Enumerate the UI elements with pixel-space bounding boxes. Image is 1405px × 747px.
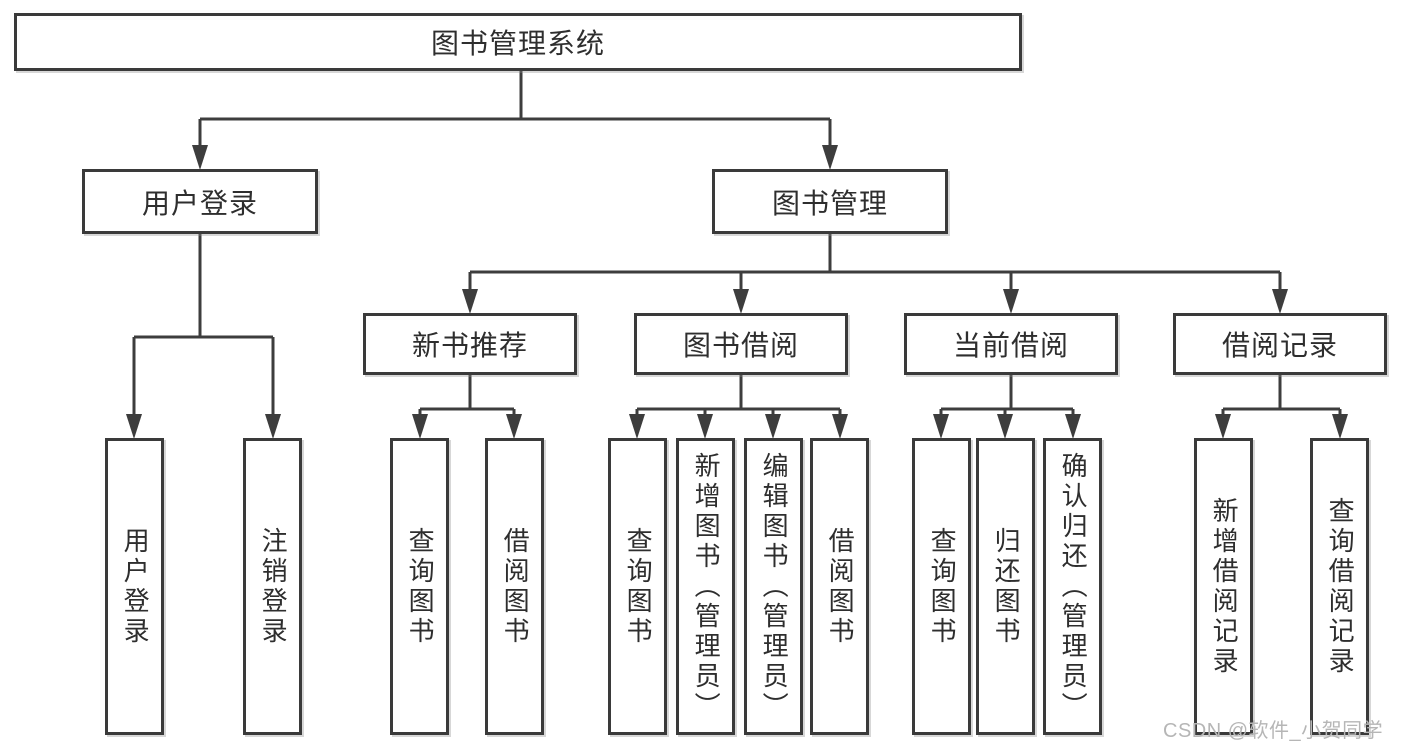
node-label: 图书借阅 <box>682 330 799 361</box>
leaf-label: 新增借阅记录 <box>1209 496 1240 677</box>
connector-book-mgmt-to-level3 <box>468 234 1282 291</box>
leaf-add-books-admin: 新增图书（管理员） <box>676 438 735 735</box>
leaf-query-books-recommend: 查询图书 <box>390 438 449 735</box>
leaf-label: 编辑图书（管理员） <box>759 451 790 722</box>
leaf-label: 查询图书 <box>927 526 958 647</box>
leaf-label: 借阅图书 <box>825 526 856 647</box>
leaf-query-books-borrowing: 查询图书 <box>608 438 667 735</box>
leaf-label: 归还图书 <box>991 526 1022 647</box>
leaf-confirm-return-admin: 确认归还（管理员） <box>1043 438 1102 735</box>
connector-new-books-to-leaves <box>418 375 516 416</box>
leaf-label: 查询图书 <box>623 526 654 647</box>
leaf-query-borrow-record: 查询借阅记录 <box>1310 438 1369 735</box>
node-book-management: 图书管理 <box>712 169 948 234</box>
connector-current-borrow-to-leaves <box>939 375 1075 416</box>
node-user-login: 用户登录 <box>82 169 318 234</box>
node-label: 用户登录 <box>141 187 258 219</box>
arrowheads <box>126 145 1348 439</box>
node-borrowing-records: 借阅记录 <box>1173 313 1387 375</box>
node-current-borrowing: 当前借阅 <box>904 313 1118 375</box>
leaf-label: 用户登录 <box>120 526 151 647</box>
leaf-user-login: 用户登录 <box>105 438 164 735</box>
connector-borrow-records-to-leaves <box>1221 375 1342 416</box>
leaf-logout: 注销登录 <box>243 438 302 735</box>
leaf-return-books: 归还图书 <box>976 438 1035 735</box>
leaf-label: 确认归还（管理员） <box>1058 451 1089 722</box>
node-label: 当前借阅 <box>952 330 1069 361</box>
connector-user-login-to-leaves <box>132 234 275 416</box>
leaf-borrow-books-recommend: 借阅图书 <box>485 438 544 735</box>
leaf-query-books-current: 查询图书 <box>912 438 971 735</box>
node-label: 新书推荐 <box>411 330 528 361</box>
node-label: 借阅记录 <box>1221 330 1338 361</box>
leaf-label: 查询借阅记录 <box>1325 496 1356 677</box>
node-label: 图书管理 <box>771 187 888 219</box>
leaf-label: 新增图书（管理员） <box>691 451 722 722</box>
node-new-book-recommendation: 新书推荐 <box>363 313 577 375</box>
leaf-label: 注销登录 <box>258 526 289 647</box>
leaf-borrow-books: 借阅图书 <box>810 438 869 735</box>
node-library-management-system: 图书管理系统 <box>14 13 1022 71</box>
leaf-add-borrow-record: 新增借阅记录 <box>1194 438 1253 735</box>
connector-root-to-level2 <box>198 71 832 146</box>
csdn-watermark: CSDN @软件_小贺同学 <box>1163 720 1384 742</box>
leaf-edit-books-admin: 编辑图书（管理员） <box>744 438 803 735</box>
leaf-label: 借阅图书 <box>500 526 531 647</box>
node-label: 图书管理系统 <box>430 28 605 59</box>
connector-book-borrow-to-leaves <box>635 375 842 416</box>
leaf-label: 查询图书 <box>405 526 436 647</box>
node-book-borrowing: 图书借阅 <box>634 313 848 375</box>
